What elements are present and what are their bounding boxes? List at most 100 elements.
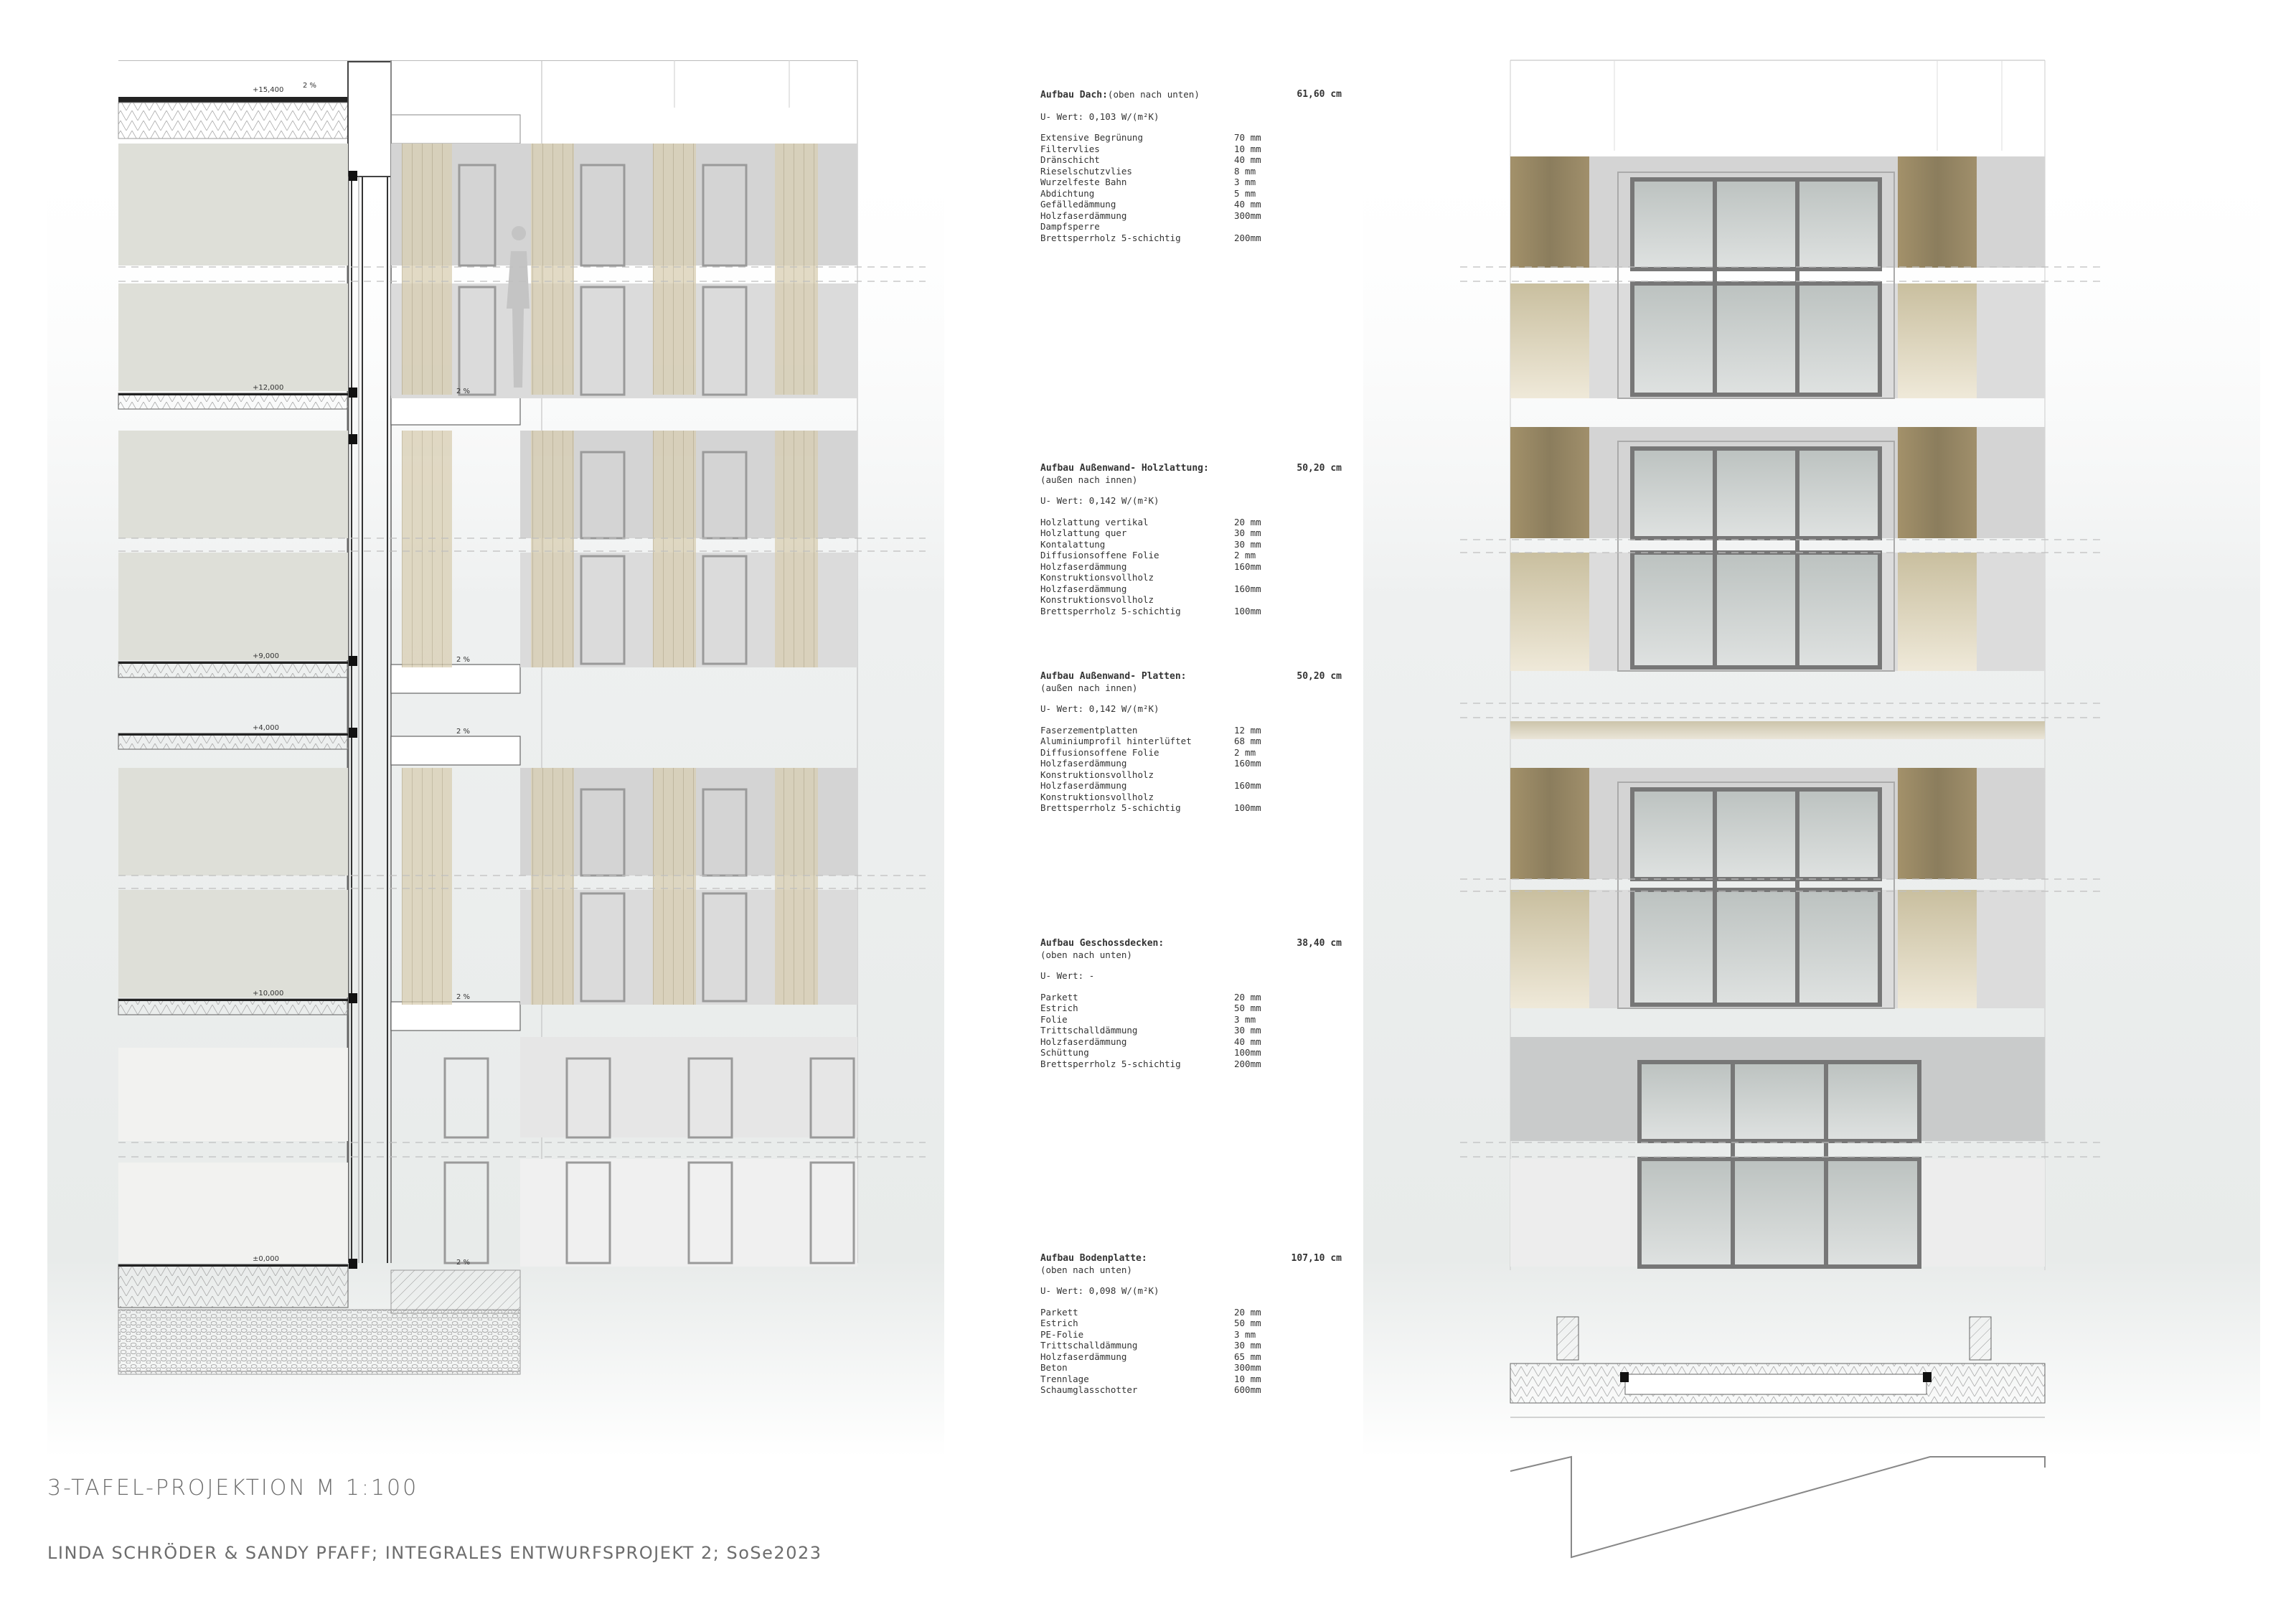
spec-layer-row: Konstruktionsvollholz	[1040, 572, 1342, 583]
spec-layer-row: Holzfaserdämmung 300mm	[1040, 210, 1342, 222]
layer-thickness: 300mm	[1234, 1362, 1261, 1373]
layer-thickness: 3 mm	[1234, 177, 1256, 187]
layer-name: Rieselschutzvlies	[1040, 165, 1132, 177]
spec-layer-row: Extensive Begrünung 70 mm	[1040, 132, 1342, 144]
layer-thickness: 68 mm	[1234, 736, 1261, 746]
level-label: +12,000	[253, 384, 283, 392]
layer-thickness: 200mm	[1234, 1058, 1261, 1069]
spec-total: 50,20 cm	[1297, 463, 1342, 474]
spec-roof: Aufbau Dach:(oben nach unten)61,60 cm U-…	[1040, 89, 1342, 243]
layer-thickness: 20 mm	[1234, 1306, 1261, 1318]
layer-name: Konstruktionsvollholz	[1040, 572, 1154, 583]
layer-name: Trittschalldämmung	[1040, 1340, 1138, 1351]
layer-name: Diffusionsoffene Folie	[1040, 746, 1159, 758]
slope-label: 2 %	[303, 82, 316, 90]
spec-layer-row: Gefälledämmung 40 mm	[1040, 199, 1342, 210]
spec-title: Aufbau Außenwand- Platten:	[1040, 671, 1187, 682]
layer-name: Aluminiumprofil hinterlüftet	[1040, 736, 1192, 746]
section-windows	[443, 164, 855, 1264]
layer-name: PE-Folie	[1040, 1328, 1084, 1340]
spec-layer-row: Filtervlies 10 mm	[1040, 144, 1342, 155]
layer-name: Trittschalldämmung	[1040, 1025, 1138, 1036]
level-label: +15,400	[253, 86, 283, 94]
layer-name: Brettsperrholz 5-schichtig	[1040, 605, 1181, 616]
layer-thickness: 100mm	[1234, 802, 1261, 813]
spec-layer-row: Aluminiumprofil hinterlüftet 68 mm	[1040, 736, 1342, 747]
layer-name: Estrich	[1040, 1003, 1078, 1013]
elevation-wood-cladding	[1510, 156, 2045, 1008]
layer-name: Gefälledämmung	[1040, 199, 1116, 210]
spec-layer-row: Konstruktionsvollholz	[1040, 792, 1342, 803]
layer-thickness: 50 mm	[1234, 1003, 1261, 1013]
layer-name: Diffusionsoffene Folie	[1040, 550, 1159, 560]
layer-thickness: 70 mm	[1234, 132, 1261, 143]
spec-subtitle: (außen nach innen)	[1040, 682, 1138, 693]
layer-thickness: 40 mm	[1234, 199, 1261, 210]
layer-thickness: 300mm	[1234, 210, 1261, 221]
layer-thickness: 10 mm	[1234, 143, 1261, 154]
layer-thickness: 30 mm	[1234, 1340, 1261, 1351]
spec-u-value: U- Wert: 0,103 W/(m²K)	[1040, 111, 1159, 122]
layer-name: Estrich	[1040, 1318, 1078, 1328]
slope-label: 2 %	[456, 1259, 470, 1267]
spec-wall-panels: Aufbau Außenwand- Platten:50,20 cm (auße…	[1040, 671, 1342, 814]
layer-name: Holzlattung vertikal	[1040, 516, 1149, 527]
layer-thickness: 160mm	[1234, 780, 1261, 791]
layer-thickness: 40 mm	[1234, 154, 1261, 165]
layer-thickness: 30 mm	[1234, 1025, 1261, 1036]
slope-label: 2 %	[456, 993, 470, 1001]
spec-title: Aufbau Bodenplatte:	[1040, 1253, 1147, 1264]
layer-thickness: 600mm	[1234, 1384, 1261, 1395]
layer-thickness: 160mm	[1234, 758, 1261, 769]
layer-name: Holzfaserdämmung	[1040, 583, 1127, 594]
layer-name: Parkett	[1040, 991, 1078, 1003]
spec-layer-row: Diffusionsoffene Folie 2 mm	[1040, 550, 1342, 561]
slope-label: 2 %	[456, 656, 470, 664]
spec-u-value: U- Wert: 0,098 W/(m²K)	[1040, 1285, 1159, 1296]
spec-u-value: U- Wert: -	[1040, 970, 1095, 981]
layer-thickness: 40 mm	[1234, 1036, 1261, 1047]
spec-floor-slabs: Aufbau Geschossdecken:38,40 cm (oben nac…	[1040, 938, 1342, 1069]
spec-layer-row: Trittschalldämmung 30 mm	[1040, 1340, 1342, 1351]
spec-total: 61,60 cm	[1297, 89, 1342, 100]
foundation-ground	[390, 1269, 521, 1314]
layer-thickness: 2 mm	[1234, 550, 1256, 560]
layer-name: Brettsperrholz 5-schichtig	[1040, 802, 1181, 813]
spec-layer-row: Estrich 50 mm	[1040, 1003, 1342, 1014]
layer-name: Abdichtung	[1040, 187, 1095, 199]
layer-thickness: 20 mm	[1234, 991, 1261, 1003]
layer-thickness: 160mm	[1234, 560, 1261, 572]
plan-detail	[1510, 1316, 2046, 1559]
layer-thickness: 12 mm	[1234, 724, 1261, 736]
spec-layer-row: Holzfaserdämmung 160mm	[1040, 758, 1342, 769]
level-label: +10,000	[253, 990, 283, 998]
person-silhouette	[507, 226, 530, 388]
layer-name: Extensive Begrünung	[1040, 132, 1143, 143]
layer-name: Filtervlies	[1040, 143, 1100, 154]
layer-name: Holzfaserdämmung	[1040, 758, 1127, 769]
spec-base-slab: Aufbau Bodenplatte:107,10 cm (oben nach …	[1040, 1253, 1342, 1396]
layer-name: Faserzementplatten	[1040, 724, 1138, 736]
spec-title: Aufbau Geschossdecken:	[1040, 938, 1165, 949]
spec-layer-row: Konstruktionsvollholz	[1040, 769, 1342, 781]
layer-thickness: 10 mm	[1234, 1373, 1261, 1384]
layer-name: Holzfaserdämmung	[1040, 210, 1127, 221]
layer-thickness: 100mm	[1234, 1047, 1261, 1058]
layer-name: Beton	[1040, 1362, 1068, 1373]
level-labels: +15,400 +12,000 +9,000 +4,000 +10,000 ±0…	[253, 82, 470, 1267]
layer-thickness: 30 mm	[1234, 527, 1261, 538]
